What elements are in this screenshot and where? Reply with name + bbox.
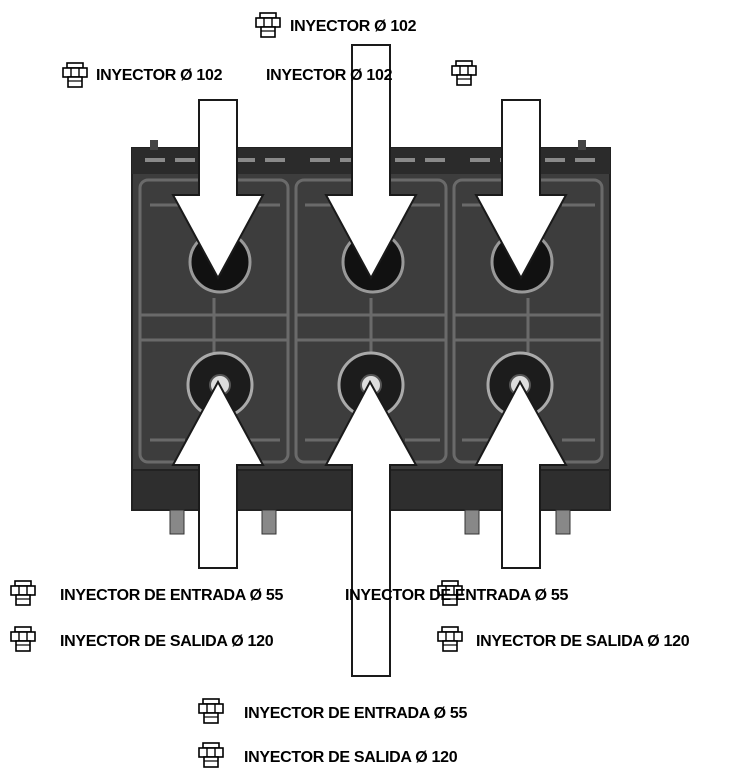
injector-nozzle-icon <box>198 698 224 724</box>
injector-nozzle-icon <box>10 580 36 606</box>
label-injector-salida-left: INYECTOR DE SALIDA Ø 120 <box>60 633 274 650</box>
label-injector-top-left: INYECTOR Ø 102 <box>96 67 223 84</box>
arrow-up-center <box>324 379 418 677</box>
arrow-down-left <box>171 99 265 281</box>
arrow-down-center <box>324 44 418 281</box>
injector-nozzle-icon <box>10 626 36 652</box>
arrow-down-right <box>474 99 568 281</box>
label-injector-entrada-right: INYECTOR DE ENTRADA Ø 55 <box>345 587 569 604</box>
arrows-up <box>171 379 568 677</box>
label-injector-entrada-center: INYECTOR DE ENTRADA Ø 55 <box>244 705 468 722</box>
label-injector-top-center: INYECTOR Ø 102 <box>290 18 417 35</box>
arrow-up-right <box>474 379 568 569</box>
injector-nozzle-icon <box>198 742 224 768</box>
injector-nozzle-icon <box>62 62 88 88</box>
knob-stems <box>169 509 571 535</box>
label-injector-entrada-left: INYECTOR DE ENTRADA Ø 55 <box>60 587 284 604</box>
label-injector-top-middle: INYECTOR Ø 102 <box>266 67 393 84</box>
injector-nozzle-icon <box>451 60 477 86</box>
label-injector-salida-right: INYECTOR DE SALIDA Ø 120 <box>476 633 690 650</box>
label-injector-salida-center: INYECTOR DE SALIDA Ø 120 <box>244 749 458 766</box>
arrows-down <box>171 44 568 281</box>
injector-nozzle-icon <box>255 12 281 38</box>
injector-nozzle-icon <box>437 626 463 652</box>
arrow-up-left <box>171 379 265 569</box>
